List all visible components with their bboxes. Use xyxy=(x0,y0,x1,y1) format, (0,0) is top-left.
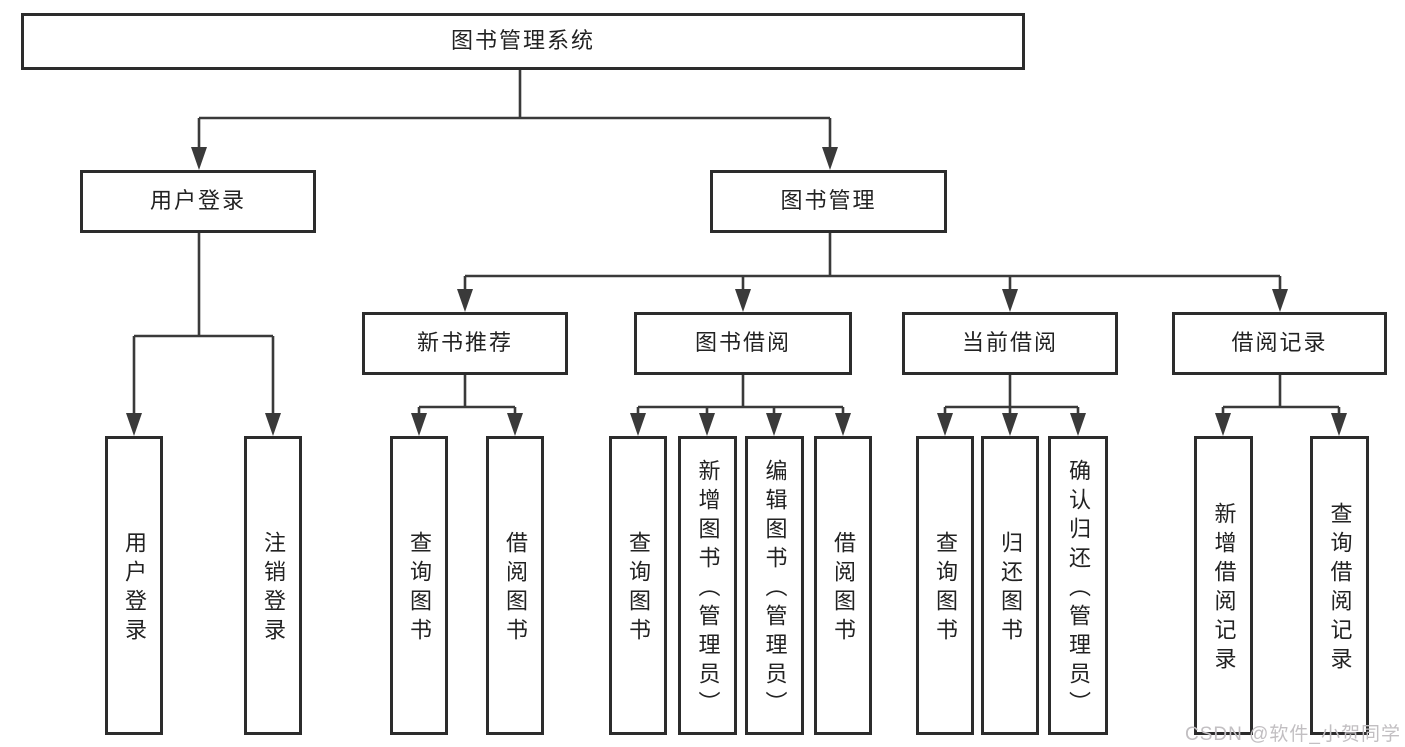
leaf-borrow-borrow: 借阅图书 xyxy=(814,436,872,735)
node-label: 查询图书 xyxy=(626,531,651,647)
node-label: 查询图书 xyxy=(407,531,432,647)
node-label: 图书管理系统 xyxy=(450,28,595,54)
node-label: 归还图书 xyxy=(998,531,1023,647)
leaf-records-query: 查询借阅记录 xyxy=(1310,436,1369,735)
leaf-user-login: 用户登录 xyxy=(105,436,163,735)
node-current-borrow: 当前借阅 xyxy=(902,312,1118,375)
leaf-newbooks-borrow: 借阅图书 xyxy=(486,436,544,735)
node-borrow-records: 借阅记录 xyxy=(1172,312,1387,375)
leaf-borrow-edit: 编辑图书（管理员） xyxy=(745,436,804,735)
node-label: 用户登录 xyxy=(122,531,147,647)
node-label: 借阅记录 xyxy=(1231,330,1328,356)
leaf-current-confirm: 确认归还（管理员） xyxy=(1048,436,1108,735)
leaf-current-query: 查询图书 xyxy=(916,436,974,735)
node-label: 新增图书（管理员） xyxy=(695,458,721,720)
leaf-borrow-add: 新增图书（管理员） xyxy=(678,436,737,735)
node-new-books: 新书推荐 xyxy=(362,312,568,375)
leaf-logout: 注销登录 xyxy=(244,436,302,735)
watermark: CSDN @软件_小贺同学 xyxy=(1185,724,1401,745)
node-label: 新增借阅记录 xyxy=(1211,502,1237,676)
node-label: 注销登录 xyxy=(261,531,286,647)
node-label: 查询图书 xyxy=(933,531,958,647)
node-book-borrow: 图书借阅 xyxy=(634,312,852,375)
node-label: 图书借阅 xyxy=(694,330,791,356)
leaf-current-return: 归还图书 xyxy=(981,436,1039,735)
leaf-records-add: 新增借阅记录 xyxy=(1194,436,1253,735)
node-book-mgmt: 图书管理 xyxy=(710,170,947,233)
node-label: 确认归还（管理员） xyxy=(1066,458,1091,720)
leaf-borrow-query: 查询图书 xyxy=(609,436,667,735)
node-label: 编辑图书（管理员） xyxy=(762,458,788,720)
node-label: 借阅图书 xyxy=(831,531,856,647)
node-user-login: 用户登录 xyxy=(80,170,316,233)
node-label: 新书推荐 xyxy=(416,330,513,356)
node-label: 图书管理 xyxy=(780,188,877,214)
node-root: 图书管理系统 xyxy=(21,13,1025,70)
node-label: 用户登录 xyxy=(149,188,246,214)
node-label: 借阅图书 xyxy=(503,531,528,647)
node-label: 当前借阅 xyxy=(961,330,1058,356)
node-label: 查询借阅记录 xyxy=(1327,502,1353,676)
leaf-newbooks-query: 查询图书 xyxy=(390,436,448,735)
